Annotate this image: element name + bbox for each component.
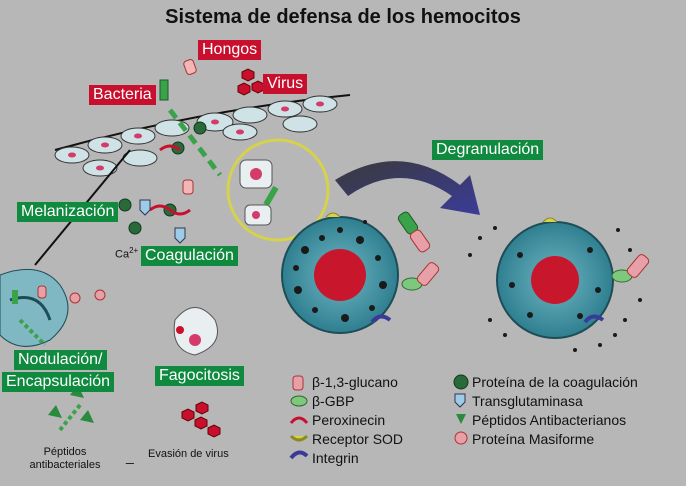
label-evasion-virus: Evasión de virus xyxy=(148,448,229,460)
transglutaminase-icon xyxy=(454,393,466,408)
masquerade-protein-icon xyxy=(454,431,468,445)
label-coagulacion: Coagulación xyxy=(141,246,238,266)
legend-icons-right xyxy=(453,374,469,445)
peptidos-line1: Péptidos xyxy=(43,446,87,458)
label-calcium: Ca2+ xyxy=(115,244,138,262)
degranulation-arrow xyxy=(335,161,480,215)
nodulation-area xyxy=(0,268,106,347)
melanization-coagulation-area xyxy=(34,108,222,266)
legend-item: Proteína Masiforme xyxy=(472,431,595,447)
legend-item: Receptor SOD xyxy=(312,431,404,447)
label-hongos: Hongos xyxy=(198,40,262,60)
antibacterial-peptide-icon xyxy=(456,414,466,424)
label-nodulacion-line1: Nodulación/ xyxy=(14,350,107,370)
pathogens xyxy=(159,59,265,101)
legend-item: β-1,3-glucano xyxy=(312,374,398,390)
clotting-protein-icon xyxy=(453,374,469,390)
label-nodulacion-line2: Encapsulación xyxy=(2,372,115,392)
legend-item: Integrin xyxy=(312,450,359,466)
label-bacteria: Bacteria xyxy=(89,85,156,105)
label-fagocitosis: Fagocitosis xyxy=(155,366,244,386)
label-dash: _ xyxy=(126,448,134,464)
beta-gbp-icon xyxy=(290,395,308,407)
label-virus: Virus xyxy=(263,74,308,94)
label-melanizacion: Melanización xyxy=(17,202,119,222)
label-peptidos-antibacteriales: Péptidos antibacteriales xyxy=(20,446,110,472)
phagocytosis-cell xyxy=(173,307,218,356)
calcium-charge: 2+ xyxy=(129,246,139,255)
legend-item: Peroxinecin xyxy=(312,412,386,428)
legend-item: Proteína de la coagulación xyxy=(472,374,638,390)
calcium-text: Ca xyxy=(115,248,130,261)
page-title: Sistema de defensa de los hemocitos xyxy=(165,6,521,28)
legend-left: β-1,3-glucano β-GBP Peroxinecin Receptor… xyxy=(312,373,403,468)
legend-item: β-GBP xyxy=(312,393,355,409)
beta-glucan-icon xyxy=(292,375,304,391)
hemocyte-cell-right xyxy=(468,217,650,352)
legend-item: Transglutaminasa xyxy=(472,393,583,409)
hemocyte-cell-left xyxy=(281,211,440,334)
label-degranulacion: Degranulación xyxy=(432,140,544,160)
peptidos-line2: antibacteriales xyxy=(29,459,101,471)
legend-item: Péptidos Antibacterianos xyxy=(472,412,627,428)
integrin-icon xyxy=(289,450,309,460)
epithelial-cell-layer xyxy=(54,94,351,177)
legend-icons-left xyxy=(289,375,309,460)
virus-evasion-graphic xyxy=(181,401,221,438)
legend-right: Proteína de la coagulación Transglutamin… xyxy=(472,373,638,449)
sod-receptor-icon xyxy=(289,434,309,442)
peroxinectin-icon xyxy=(289,416,309,424)
